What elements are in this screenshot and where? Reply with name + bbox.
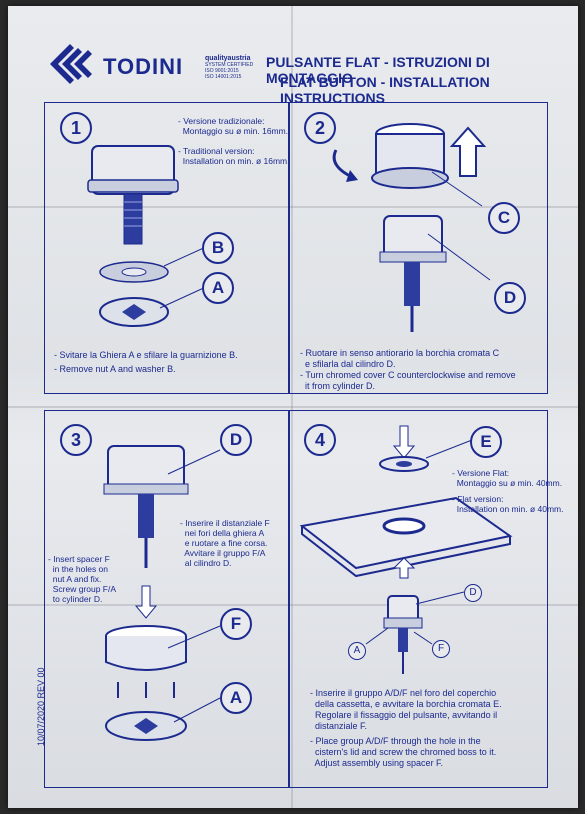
label-d: D	[494, 282, 526, 314]
step-3-note-italian: - Inserire il distanziale F nei fori del…	[180, 518, 270, 568]
label-f: F	[220, 608, 252, 640]
step-3-panel	[44, 410, 290, 788]
step-1-instruction-english: - Remove nut A and washer B.	[54, 364, 176, 374]
step-4-note-english: - Flat version: Installation on min. ø 4…	[452, 494, 564, 514]
cert-line: ISO 14001:2015	[205, 74, 242, 80]
label-a: A	[220, 682, 252, 714]
step-2-instruction-italian: - Ruotare in senso antiorario la borchia…	[300, 348, 500, 369]
fold-line	[8, 206, 578, 208]
step-1-diagram	[87, 145, 209, 327]
fold-line	[8, 604, 578, 606]
step-2-number: 2	[304, 112, 336, 144]
label-a: A	[348, 642, 366, 660]
title-italian: PULSANTE FLAT - ISTRUZIONI DI MONTAGGIO	[266, 54, 490, 86]
cert-sub: SYSTEM CERTIFIED	[205, 62, 254, 68]
step-2-diagram	[332, 123, 491, 332]
fold-line	[291, 6, 293, 808]
step-3-note-english: - Insert spacer F in the holes on nut A …	[48, 554, 117, 604]
step-4-panel	[288, 410, 548, 788]
fold-line	[8, 406, 578, 408]
step-2-instruction-english: - Turn chromed cover C counterclockwise …	[300, 370, 516, 391]
cert-line: ISO 9001:2015	[205, 68, 239, 74]
label-f: F	[432, 640, 450, 658]
label-a: A	[202, 272, 234, 304]
label-b: B	[202, 232, 234, 264]
certification-badge: qualityaustria SYSTEM CERTIFIED ISO 9001…	[205, 55, 283, 80]
step-3-number: 3	[60, 424, 92, 456]
revision-date: 10/07/2020 REV 00	[36, 667, 46, 746]
label-d: D	[464, 584, 482, 602]
step-1-number: 1	[60, 112, 92, 144]
step-1-note-italian: - Versione tradizionale: Montaggio su ø …	[178, 116, 289, 136]
step-2-panel	[288, 102, 548, 394]
step-4-instruction-italian: - Inserire il gruppo A/D/F nel foro del …	[310, 688, 502, 731]
brand-name: TODINI	[103, 54, 184, 79]
cert-name: qualityaustria	[205, 55, 251, 62]
step-3-diagram	[103, 445, 221, 741]
step-4-number: 4	[304, 424, 336, 456]
label-e: E	[470, 426, 502, 458]
step-4-note-italian: - Versione Flat: Montaggio su ø min. 40m…	[452, 468, 563, 488]
todini-logo-icon	[50, 44, 92, 84]
step-4-instruction-english: - Place group A/D/F through the hole in …	[310, 736, 497, 768]
label-d: D	[220, 424, 252, 456]
step-1-instruction-italian: - Svitare la Ghiera A e sfilare la guarn…	[54, 350, 238, 360]
step-1-panel	[44, 102, 290, 394]
step-1-note-english: - Traditional version: Installation on m…	[178, 146, 290, 166]
header: TODINI qualityaustria SYSTEM CERTIFIED I…	[8, 6, 578, 106]
instruction-sheet: TODINI qualityaustria SYSTEM CERTIFIED I…	[8, 6, 578, 808]
step-4-diagram	[299, 425, 513, 674]
label-c: C	[488, 202, 520, 234]
